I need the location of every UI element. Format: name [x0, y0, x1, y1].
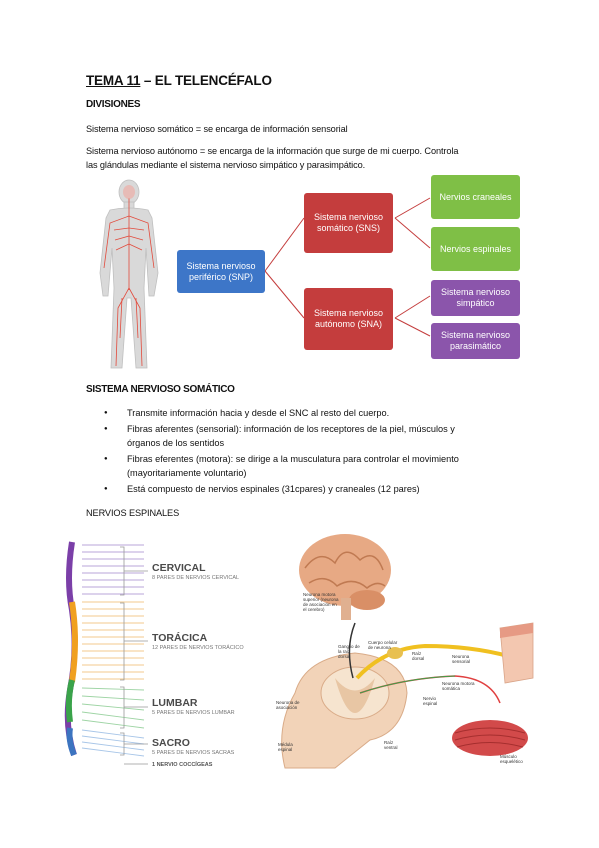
label-neurona-motora-superior: Neurona motora superior (neurona de asoc…	[303, 592, 339, 612]
label-raiz-dorsal: Raíz dorsal	[412, 651, 425, 661]
title-main: TEMA 11	[86, 73, 141, 88]
segment-brackets	[120, 546, 148, 765]
divisiones-p2-line2: las glándulas mediante el sistema nervio…	[86, 160, 366, 170]
label-neurona-motora-somatica: Neurona motora somática	[442, 681, 475, 691]
nervios-craneales-box: Nervios craneales	[431, 175, 520, 219]
label-musculo-esqueletico: Músculo esquelético	[500, 754, 523, 764]
somatico-bullets: Transmite información hacia y desde el S…	[100, 406, 540, 498]
label-raiz-ventral: Raíz ventral	[384, 740, 398, 750]
bullet-3: Fibras eferentes (motora): se dirige a l…	[100, 452, 540, 480]
snp-box: Sistema nervioso periférico (SNP)	[177, 250, 265, 293]
spinal-column-figure	[64, 541, 145, 757]
body-nervous-system-figure	[99, 179, 159, 369]
bullet-2: Fibras aferentes (sensorial): informació…	[100, 422, 540, 450]
label-medula-espinal: Médula espinal	[278, 742, 293, 752]
bullet-1: Transmite información hacia y desde el S…	[100, 406, 540, 420]
label-cuerpo-celular: Cuerpo celular de neurona	[368, 640, 398, 650]
divisiones-p2-line1: Sistema nervioso autónomo = se encarga d…	[86, 146, 459, 156]
bullet-4: Está compuesto de nervios espinales (31c…	[100, 482, 540, 496]
simpatico-box: Sistema nervioso simpático	[431, 280, 520, 316]
reflex-arc-figure	[281, 534, 534, 769]
page-title: TEMA 11 – EL TELENCÉFALO	[86, 73, 272, 88]
divisiones-heading: DIVISIONES	[86, 99, 141, 110]
nervios-espinales-box: Nervios espinales	[431, 227, 520, 271]
label-neurona-sensorial: Neurona sensorial	[452, 654, 471, 664]
divisiones-p1: Sistema nervioso somático = se encarga d…	[86, 124, 348, 134]
title-rest: – EL TELENCÉFALO	[140, 73, 272, 88]
brain-icon	[299, 534, 391, 620]
sns-box: Sistema nervioso somático (SNS)	[304, 193, 393, 253]
somatico-heading: SISTEMA NERVIOSO SOMÁTICO	[86, 384, 235, 395]
sna-box: Sistema nervioso autónomo (SNA)	[304, 288, 393, 350]
muscle-icon	[452, 720, 528, 756]
label-neurona-asociacion: Neurona de asociación	[276, 700, 300, 710]
label-nervio-espinal: Nervio espinal	[423, 696, 438, 706]
diagram-connectors	[264, 197, 431, 337]
nervios-espinales-heading: NERVIOS ESPINALES	[86, 508, 180, 518]
parasimatico-box: Sistema nervioso parasimático	[431, 323, 520, 359]
label-ganglio: Ganglio de la raíz dorsal	[338, 644, 360, 659]
coccigeas-label: 1 NERVIO COCCÍGEAS	[152, 762, 213, 768]
